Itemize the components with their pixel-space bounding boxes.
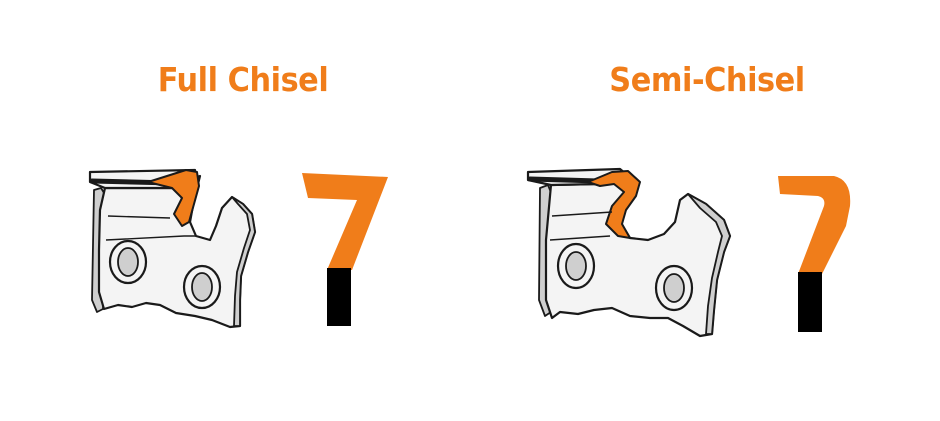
semi-chisel-cutter-illustration [526, 167, 732, 338]
full-chisel-profile-icon [302, 173, 388, 326]
rivet-hole-icon [556, 242, 596, 290]
full-chisel-title: Full Chisel [157, 60, 329, 99]
rivet-hole-icon [108, 239, 148, 285]
semi-chisel-cutting-edge [587, 170, 641, 239]
rivet-hole-icon [654, 264, 694, 312]
rivet-hole-icon [182, 264, 222, 310]
semi-chisel-title: Semi-Chisel [609, 60, 805, 99]
full-chisel-cutter-illustration [88, 168, 257, 329]
full-chisel-cutting-edge [147, 169, 200, 227]
semi-chisel-profile-icon [778, 176, 851, 332]
